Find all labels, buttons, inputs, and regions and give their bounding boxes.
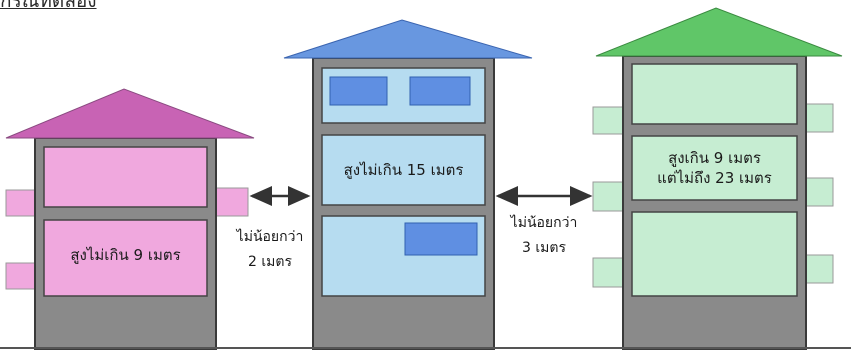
floor-right-3 [631, 211, 798, 297]
building-right-label: สูงเกิน 9 เมตร แต่ไม่ถึง 23 เมตร [632, 148, 797, 189]
window-center-2 [409, 76, 471, 106]
gap-left-line2: 2 เมตร [248, 253, 292, 270]
roof-left [5, 88, 255, 139]
balcony-left-2 [5, 262, 37, 290]
building-right-label-line2: แต่ไม่ถึง 23 เมตร [657, 169, 772, 188]
floor-right-2 [631, 135, 798, 201]
floor-center-2 [321, 134, 486, 206]
balcony-right-5 [802, 177, 834, 207]
roof-right [595, 7, 843, 57]
building-left-label: สูงไม่เกิน 9 เมตร [44, 245, 207, 265]
gap-left-label: ไม่น้อยกว่า 2 เมตร [222, 228, 318, 272]
balcony-left-1 [5, 189, 37, 217]
balcony-left-3 [211, 187, 249, 217]
floor-left-2 [43, 219, 208, 297]
roof-center [283, 19, 533, 59]
gap-left-line1: ไม่น้อยกว่า [236, 229, 304, 245]
window-center-3 [404, 222, 478, 256]
gap-right-label: ไม่น้อยกว่า 3 เมตร [496, 214, 592, 258]
building-center [283, 19, 533, 350]
gap-right-line1: ไม่น้อยกว่า [510, 215, 578, 231]
balcony-right-6 [802, 254, 834, 284]
page-title: กรณีทดลอง [0, 0, 97, 12]
building-right [592, 7, 843, 350]
window-center-1 [329, 76, 388, 106]
building-left-label-text: สูงไม่เกิน 9 เมตร [70, 246, 181, 264]
floor-left-1 [43, 146, 208, 208]
building-center-label: สูงไม่เกิน 15 เมตร [322, 160, 485, 180]
building-right-label-line1: สูงเกิน 9 เมตร [668, 149, 761, 167]
building-center-label-text: สูงไม่เกิน 15 เมตร [343, 161, 464, 179]
floor-right-1 [631, 63, 798, 125]
balcony-right-4 [802, 103, 834, 133]
gap-right-line2: 3 เมตร [522, 239, 566, 256]
building-left [5, 88, 255, 350]
